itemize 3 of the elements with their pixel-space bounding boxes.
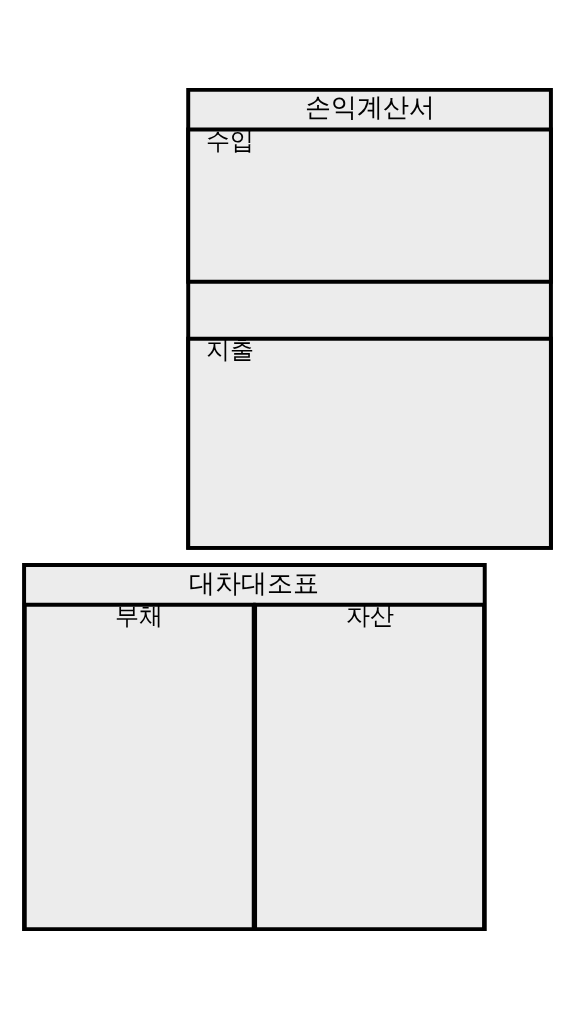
node-box: 지출 [186, 336, 553, 550]
node-box: 부채 [22, 602, 256, 931]
node-box: 수입 [186, 127, 553, 284]
